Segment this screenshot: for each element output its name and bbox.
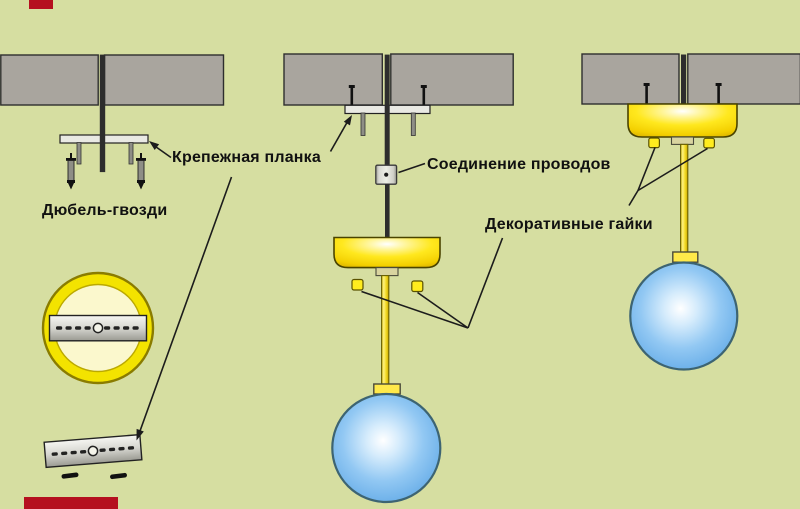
wire-lower [385,184,390,238]
label-dowel-nails: Дюбель-гвозди [42,202,168,219]
leader-plate-detail [139,176,233,432]
dowel-nail [136,153,146,190]
step1-mounting-assembly [0,54,225,190]
hanging-rod [99,54,106,173]
leader-nuts-right [637,147,708,192]
label-decorative-nuts: Декоративные гайки [485,216,653,233]
ceiling-slab [687,53,800,105]
ceiling-slab [283,53,384,106]
step3-finished-lamp [581,53,800,371]
plate-pin [360,112,366,136]
dowel-nail-installed [348,85,427,106]
decorative-nut [648,137,660,149]
screw-dash [110,472,127,480]
lamp-canopy [333,236,441,269]
arrowheads [136,115,352,441]
globe-collar [672,251,699,263]
leader-nuts-mid [361,290,469,329]
box-screw [384,172,389,177]
lamp-stem [381,275,390,385]
plate-pin [410,112,416,136]
arrowhead [149,141,160,150]
red-watermark-fragment [24,497,118,509]
leader-nuts-right [637,147,656,191]
canopy-bottom-view [41,271,155,385]
glass-globe [331,392,442,504]
screw-dash [61,472,79,479]
plate-pin [76,142,82,165]
glass-globe [629,261,739,371]
ceiling-slab [390,53,514,106]
wire-upper [384,54,390,166]
hanging-rod [681,54,687,105]
strip-holes [56,326,139,330]
leader-nuts-right [628,190,639,206]
lamp-canopy [627,103,738,138]
mounting-strip-detail [43,433,143,469]
plate-pin [128,142,134,165]
canopy-neck [670,136,695,145]
strip-holes [51,446,135,456]
leader-plate-left [153,144,172,159]
leader-plate-middle [329,118,350,152]
decorative-nut [703,137,715,149]
annotation-lines [139,118,708,432]
ceiling-slab [581,53,680,105]
ceiling-slab [0,54,99,106]
dowel-nail-installed [643,83,722,105]
leader-wire-box [398,162,426,174]
canopy-neck [375,267,399,277]
strip-center-hole [92,322,104,334]
ceiling-slab [103,54,225,106]
red-watermark-fragment [29,0,53,9]
dowel-nail [66,153,76,190]
decorative-nut [351,278,364,291]
arrowhead [136,428,144,441]
leader-nuts-mid [417,291,469,329]
globe-collar [373,383,401,395]
label-wire-connection: Соединение проводов [427,156,611,173]
arrowhead [343,115,352,126]
decorative-nut [411,280,424,293]
step2-wiring-assembly [283,53,514,504]
strip-center-hole [87,445,99,457]
label-mounting-plate: Крепежная планка [172,149,321,166]
leader-nuts-mid [467,237,504,329]
